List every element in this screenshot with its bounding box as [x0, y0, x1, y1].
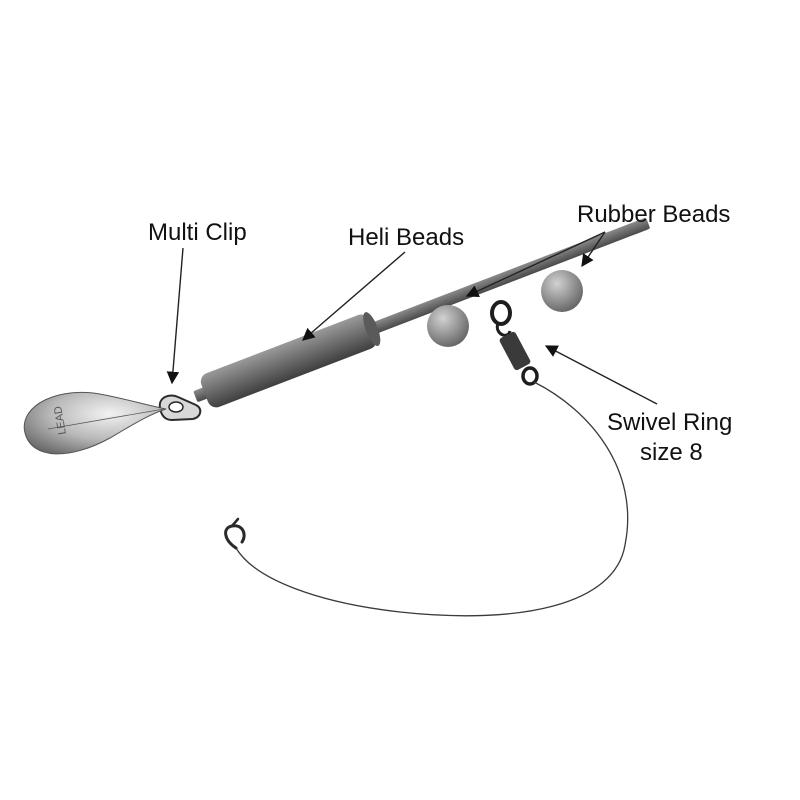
arrow-heli-beads [302, 251, 406, 341]
label-multi-clip: Multi Clip [148, 219, 247, 246]
label-rubber-beads: Rubber Beads [577, 201, 730, 228]
label-heli-beads: Heli Beads [348, 224, 464, 251]
arrow-multi-clip [166, 247, 184, 385]
swivel-ring [490, 300, 539, 386]
rubber-bead-1 [427, 305, 469, 347]
lead-marking: LEAD [52, 405, 69, 435]
label-swivel-ring: Swivel Ring [607, 409, 732, 436]
arrow-rubber-bead-1 [465, 231, 606, 297]
heli-bead-tube [200, 312, 381, 408]
label-swivel-size: size 8 [640, 439, 703, 466]
multi-clip [158, 394, 202, 422]
hook [224, 517, 246, 550]
arrow-rubber-bead-2 [581, 231, 606, 268]
arrow-swivel-ring [544, 345, 658, 405]
lead-weight: LEAD [23, 391, 167, 455]
rubber-bead-2 [541, 270, 583, 312]
hook-link-line [235, 381, 629, 617]
